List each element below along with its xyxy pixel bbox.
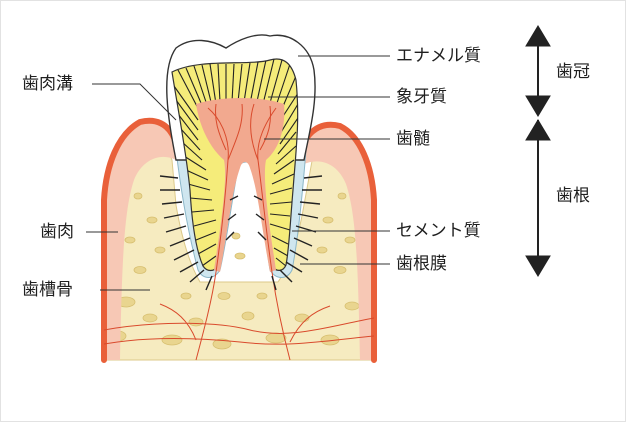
label-crown: 歯冠 [556,62,590,82]
label-gum: 歯肉 [40,222,74,242]
gum-left [104,120,176,360]
leader-lines [86,55,390,291]
label-pulp: 歯髄 [396,129,430,149]
label-dentin: 象牙質 [396,87,447,107]
gum-right-edge [301,121,377,363]
label-enamel: エナメル質 [396,46,481,66]
pulp-shape [196,98,285,272]
label-alveolar-bone: 歯槽骨 [22,280,73,300]
gum-left-edge [101,117,177,363]
gum-right [302,124,374,360]
label-cementum: セメント質 [396,221,481,241]
label-gingival-sulcus: 歯肉溝 [22,74,73,94]
nerve-vessels [103,103,375,361]
label-periodontal-ligament: 歯根膜 [396,254,447,274]
root-arrow [525,119,551,277]
crown-arrow [525,25,551,117]
label-root: 歯根 [556,186,590,206]
